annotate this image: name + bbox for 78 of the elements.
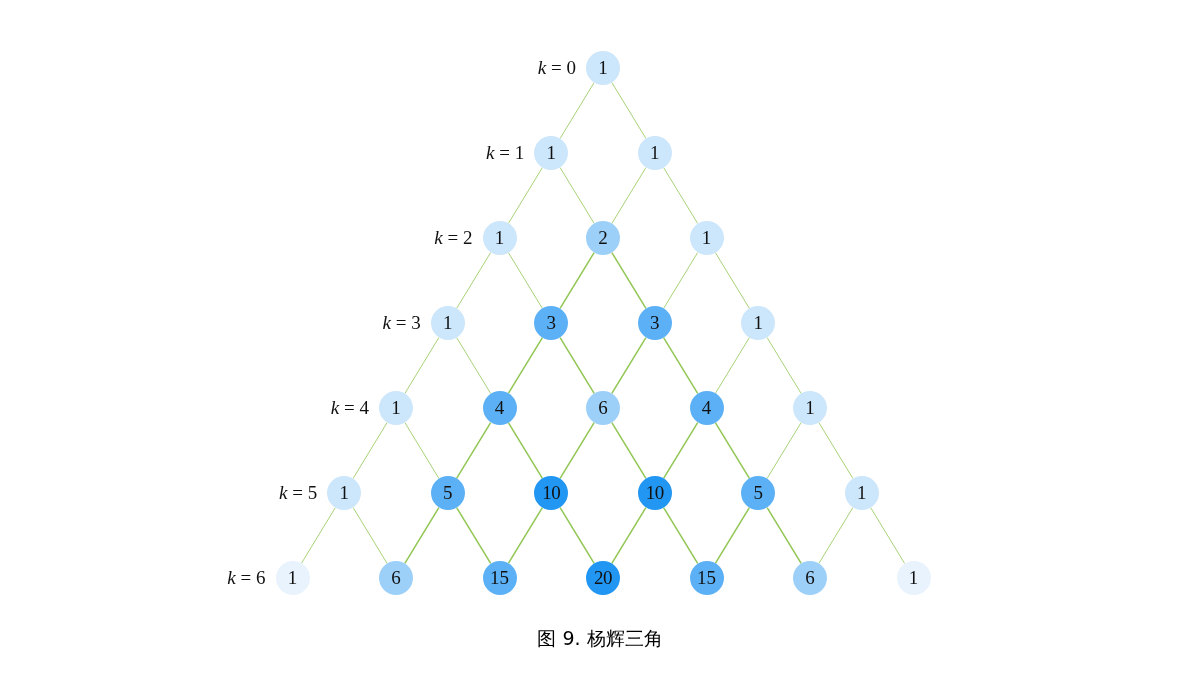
connector-line bbox=[507, 167, 543, 224]
number-circle: 1 bbox=[430, 306, 465, 340]
number-circle: 1 bbox=[793, 391, 827, 425]
number-circle: 15 bbox=[482, 561, 517, 595]
connector-line bbox=[611, 251, 647, 310]
connector-line bbox=[714, 506, 751, 565]
connector-line bbox=[456, 252, 492, 309]
connector-line bbox=[766, 422, 802, 479]
connector-line bbox=[559, 421, 595, 480]
number-circle: 5 bbox=[741, 476, 776, 510]
connector-line bbox=[714, 337, 750, 394]
connector-line bbox=[714, 252, 750, 309]
number-circle: 10 bbox=[637, 476, 672, 510]
connector-line bbox=[766, 506, 802, 565]
connector-line bbox=[611, 336, 647, 395]
number-circle: 4 bbox=[689, 391, 724, 425]
connector-line bbox=[714, 421, 751, 480]
number-circle: 1 bbox=[637, 136, 672, 170]
number-circle: 3 bbox=[637, 306, 672, 340]
number-circle: 3 bbox=[534, 306, 569, 340]
number-circle: 2 bbox=[586, 221, 620, 255]
number-circle: 1 bbox=[379, 391, 413, 425]
number-circle: 5 bbox=[430, 476, 465, 510]
row-label: k = 0 bbox=[537, 57, 576, 79]
row-label: k = 2 bbox=[434, 227, 473, 249]
connector-line bbox=[507, 506, 544, 565]
connector-line bbox=[611, 506, 647, 565]
connector-line bbox=[404, 337, 440, 394]
number-circle: 1 bbox=[534, 136, 569, 170]
connector-line bbox=[507, 252, 543, 309]
number-circle: 6 bbox=[379, 561, 413, 595]
connector-line bbox=[559, 167, 595, 224]
row-label: k = 1 bbox=[486, 142, 525, 164]
row-label: k = 6 bbox=[227, 567, 266, 589]
connector-line bbox=[559, 506, 595, 565]
connector-line bbox=[404, 422, 440, 479]
number-circle: 4 bbox=[482, 391, 517, 425]
connector-line bbox=[300, 507, 336, 564]
number-circle: 1 bbox=[844, 476, 879, 510]
connector-line bbox=[818, 507, 854, 564]
connector-line bbox=[766, 337, 802, 394]
row-label: k = 3 bbox=[382, 312, 421, 334]
connector-line bbox=[662, 506, 699, 565]
number-circle: 1 bbox=[741, 306, 776, 340]
number-circle: 10 bbox=[534, 476, 569, 510]
number-circle: 20 bbox=[586, 561, 620, 595]
connector-line bbox=[662, 336, 699, 395]
connector-line bbox=[559, 251, 595, 310]
connector-line bbox=[456, 337, 492, 394]
connector-line bbox=[404, 506, 440, 565]
connector-line bbox=[352, 422, 388, 479]
connector-line bbox=[611, 167, 647, 224]
number-circle: 1 bbox=[689, 221, 724, 255]
connector-line bbox=[455, 506, 492, 565]
connector-line bbox=[507, 336, 544, 395]
connector-line bbox=[507, 421, 544, 480]
number-circle: 1 bbox=[275, 561, 310, 595]
connector-line bbox=[611, 421, 647, 480]
connector-line bbox=[455, 421, 492, 480]
row-label: k = 4 bbox=[330, 397, 369, 419]
number-circle: 15 bbox=[689, 561, 724, 595]
number-circle: 6 bbox=[793, 561, 827, 595]
connector-line bbox=[662, 421, 699, 480]
connector-line bbox=[559, 82, 595, 139]
number-circle: 1 bbox=[896, 561, 931, 595]
connector-line bbox=[663, 252, 699, 309]
figure-caption: 图 9. 杨辉三角 bbox=[537, 626, 663, 651]
connector-line bbox=[663, 167, 699, 224]
number-circle: 6 bbox=[586, 391, 620, 425]
number-circle: 1 bbox=[482, 221, 517, 255]
connector-line bbox=[818, 422, 854, 479]
connector-line bbox=[870, 507, 906, 564]
connector-line bbox=[352, 507, 388, 564]
row-label: k = 5 bbox=[279, 482, 318, 504]
connector-line bbox=[611, 82, 647, 139]
number-circle: 1 bbox=[586, 51, 620, 85]
connector-line bbox=[559, 336, 595, 395]
number-circle: 1 bbox=[327, 476, 362, 510]
